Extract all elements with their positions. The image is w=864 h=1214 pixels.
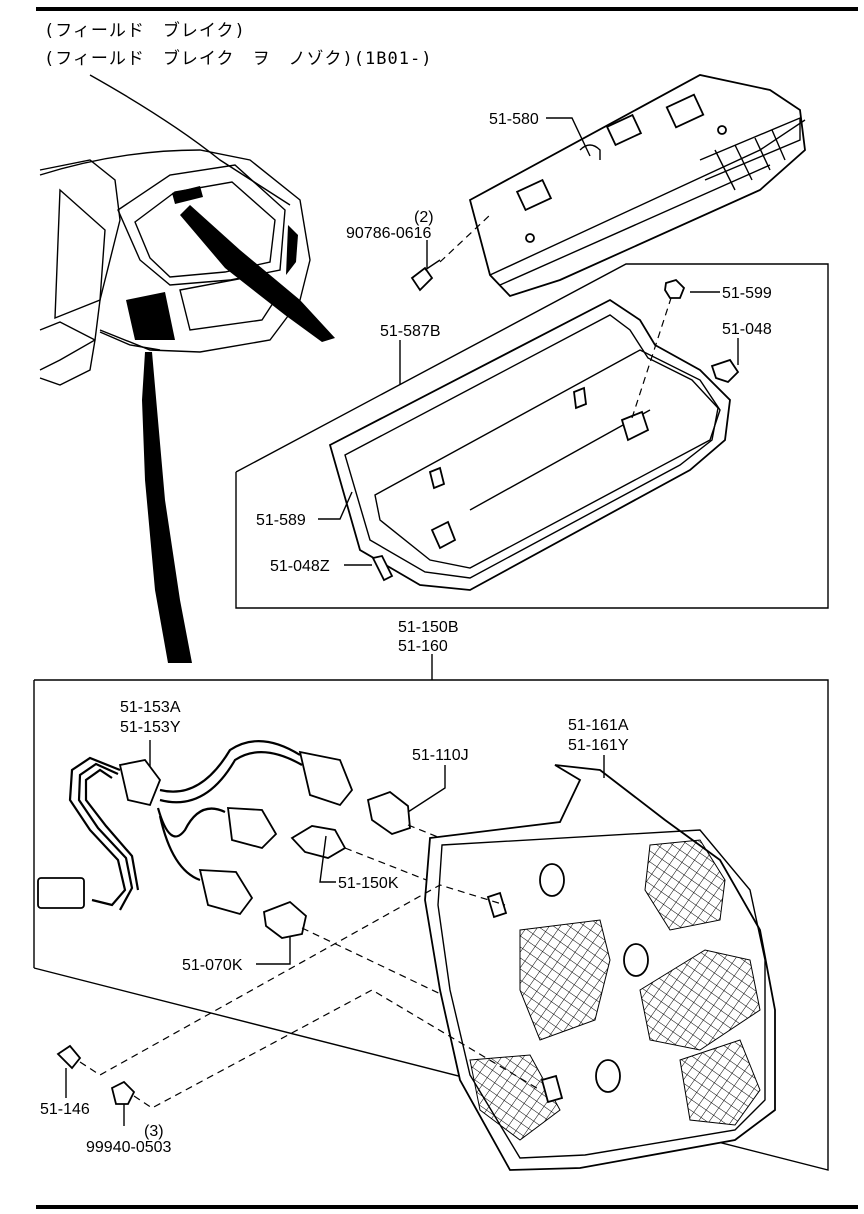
label-51-587B: 51-587B (380, 323, 441, 340)
label-51-160: 51-160 (398, 638, 448, 655)
label-51-048: 51-048 (722, 321, 772, 338)
car-illustration (39, 74, 335, 663)
label-qty-99940: (3) (144, 1123, 164, 1140)
label-51-161Y: 51-161Y (568, 737, 629, 754)
label-90786-0616: 90786-0616 (346, 225, 432, 242)
clip-51-048 (710, 358, 740, 384)
header-line-2: (フィールド ブレイク ヲ ノゾク)(1B01-) (44, 49, 433, 69)
label-51-161A: 51-161A (568, 717, 629, 734)
label-51-150K: 51-150K (338, 875, 399, 892)
tail-lamp-51-161A (424, 764, 776, 1171)
label-51-150B: 51-150B (398, 619, 459, 636)
lens-cover-51-587B (328, 294, 731, 591)
bottom-border-bar (36, 1205, 858, 1209)
nut-51-599 (664, 278, 686, 299)
label-99940-0503: 99940-0503 (86, 1139, 172, 1156)
label-51-153A: 51-153A (120, 699, 181, 716)
bulb-51-070K (263, 900, 601, 1071)
label-51-599: 51-599 (722, 285, 772, 302)
label-51-048Z: 51-048Z (270, 558, 330, 575)
label-51-589: 51-589 (256, 512, 306, 529)
label-51-070K: 51-070K (182, 957, 243, 974)
label-51-110J: 51-110J (412, 747, 469, 764)
lower-callout-box (33, 679, 829, 1171)
fastener-51-146 (56, 884, 506, 1098)
label-51-146: 51-146 (40, 1101, 90, 1118)
screw-90786-0616 (410, 214, 491, 292)
header-line-1: (フィールド ブレイク) (44, 21, 246, 41)
upper-leader-lines (318, 117, 739, 680)
lower-leader-lines (149, 740, 605, 965)
clip-51-048Z (371, 554, 394, 582)
lamp-housing-51-580 (468, 74, 806, 298)
top-border-bar (36, 7, 858, 11)
label-51-153Y: 51-153Y (120, 719, 181, 736)
label-qty-90786: (2) (414, 209, 434, 226)
wiring-harness-51-153A (37, 740, 354, 916)
label-51-580: 51-580 (489, 111, 539, 128)
upper-callout-box (235, 263, 829, 609)
nut-99940-0503 (110, 989, 541, 1126)
